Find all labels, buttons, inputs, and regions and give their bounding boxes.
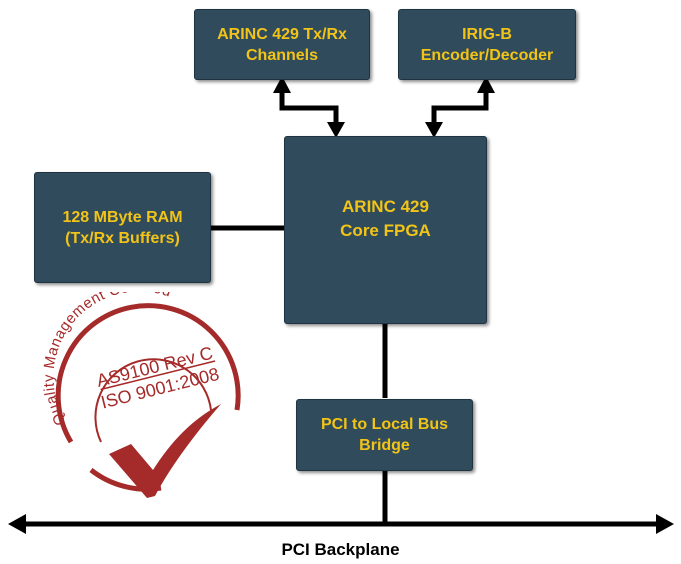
certification-seal: Quality Management Certified AS9100 Rev … (41, 292, 241, 498)
block-label-line: Bridge (359, 437, 410, 454)
arrow-down-icon (327, 122, 345, 138)
ram-block: 128 MByte RAM (Tx/Rx Buffers) (34, 172, 211, 283)
block-label-line: (Tx/Rx Buffers) (65, 229, 180, 247)
block-label-line: ARINC 429 (342, 197, 429, 216)
backplane-label: PCI Backplane (281, 540, 400, 559)
block-label-line: Encoder/Decoder (420, 46, 554, 64)
pci-backplane-bus (8, 514, 674, 534)
arinc-channels-block: ARINC 429 Tx/Rx Channels (194, 9, 370, 80)
block-label-line: PCI to Local Bus (320, 416, 449, 433)
channels-fpga-link (273, 76, 345, 138)
block-label-line: Core FPGA (340, 221, 431, 240)
pci-bridge-block: PCI to Local Bus Bridge (296, 399, 473, 471)
checkmark-icon (109, 404, 221, 498)
block-label-line: 128 MByte RAM (62, 208, 183, 226)
irig-b-block: IRIG-B Encoder/Decoder (398, 9, 576, 80)
block-label-line: ARINC 429 Tx/Rx (217, 25, 347, 43)
irig-fpga-link (425, 76, 495, 138)
block-label-line: Channels (245, 46, 318, 64)
fpga-block: ARINC 429 Core FPGA (284, 136, 487, 324)
arrow-up-icon (273, 76, 291, 93)
arrow-up-icon (477, 76, 495, 93)
arrow-right-icon (656, 514, 674, 534)
block-label-line: IRIG-B (462, 25, 512, 43)
arrow-left-icon (8, 514, 26, 534)
arrow-down-icon (425, 122, 443, 138)
